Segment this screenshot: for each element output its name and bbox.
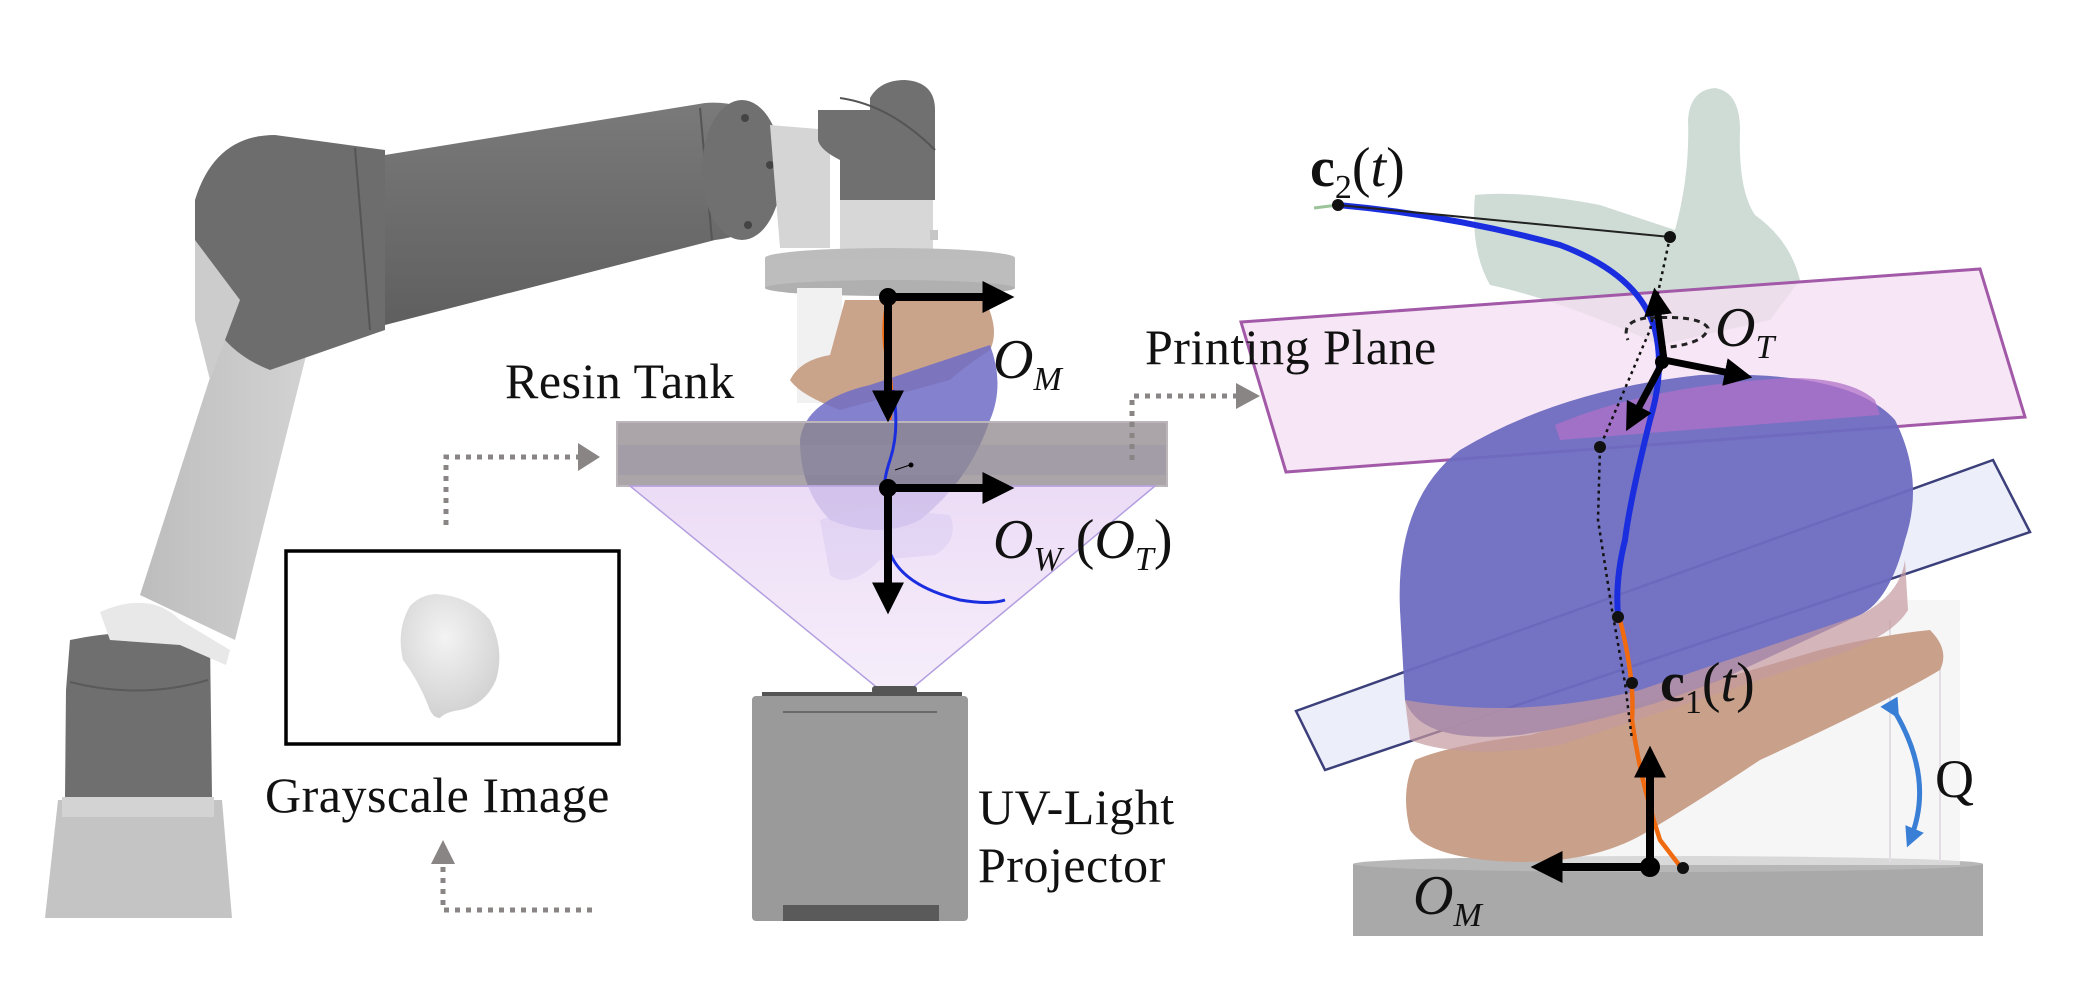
ot-right-axis (1663, 356, 1753, 386)
robot-wrist-joint (818, 80, 935, 200)
flow-arrow-image-to-tank (443, 454, 580, 525)
tool-frame-right (1624, 287, 1753, 432)
ot-frame-label-right: OT (1715, 300, 1774, 365)
model-bottom-skin (1406, 630, 1944, 862)
ot-symbol-paren: O (1094, 509, 1135, 571)
curve-c2 (1337, 202, 1662, 616)
resin-tank (616, 421, 1168, 487)
robot-wrist-cylinder (840, 200, 933, 257)
resin-tank-label: Resin Tank (505, 353, 735, 409)
om-subscript: M (1033, 361, 1062, 398)
flow-arrow-into-image (440, 862, 592, 913)
c1-arg: t (1720, 652, 1737, 714)
flow-arrows (440, 393, 1238, 913)
ot-subscript-paren: T (1134, 541, 1154, 578)
om-subscript-right: M (1453, 897, 1482, 934)
model-top-green (1474, 88, 1800, 345)
robot-arm (45, 80, 1015, 918)
ot-subscript: T (1755, 329, 1775, 366)
grayscale-image-panel (284, 549, 621, 746)
left-coordinate-frames (872, 281, 1015, 615)
ot-up-axis (1644, 287, 1672, 361)
om-symbol-right: O (1413, 865, 1454, 927)
c2-curve-label: c2(t) (1310, 137, 1405, 206)
c1-curve-label: c1(t) (1660, 652, 1755, 721)
c2-symbol: c (1310, 137, 1335, 199)
c1-symbol: c (1660, 652, 1685, 714)
printing-plane-label: Printing Plane (1145, 319, 1437, 375)
robot-lower-link (140, 300, 320, 640)
om-frame-label-right: OM (1413, 868, 1482, 933)
ot-down-axis (1626, 358, 1668, 432)
c1-index: 1 (1684, 684, 1702, 721)
robot-base-joint (65, 632, 212, 797)
om-frame-label-left: OM (993, 332, 1062, 397)
uv-projector-label-line1: UV-Light (978, 779, 1175, 835)
grayscale-silhouette (400, 594, 500, 718)
robot-elbow-joint (195, 135, 385, 370)
om-symbol: O (993, 329, 1034, 391)
ow-symbol: O (993, 509, 1034, 571)
grayscale-image-label: Grayscale Image (265, 767, 610, 823)
robot-base-foot (45, 800, 232, 918)
ow-subscript: W (1033, 541, 1062, 578)
robot-base-ring (62, 797, 214, 817)
c2-arg: t (1370, 137, 1387, 199)
uv-projector (752, 686, 968, 921)
ot-symbol: O (1715, 297, 1756, 359)
rotation-q-arrow (1880, 696, 1924, 848)
uv-projector-label-line2: Projector (978, 837, 1166, 893)
flow-arrow-tank-to-plane (1129, 393, 1238, 460)
c2-index: 2 (1334, 169, 1352, 206)
rotation-q-label: Q (1935, 749, 1975, 809)
model-frame-right (1530, 745, 1666, 883)
ow-frame-label: OW (OT) (993, 509, 1173, 578)
robot-upper-link (385, 102, 780, 325)
